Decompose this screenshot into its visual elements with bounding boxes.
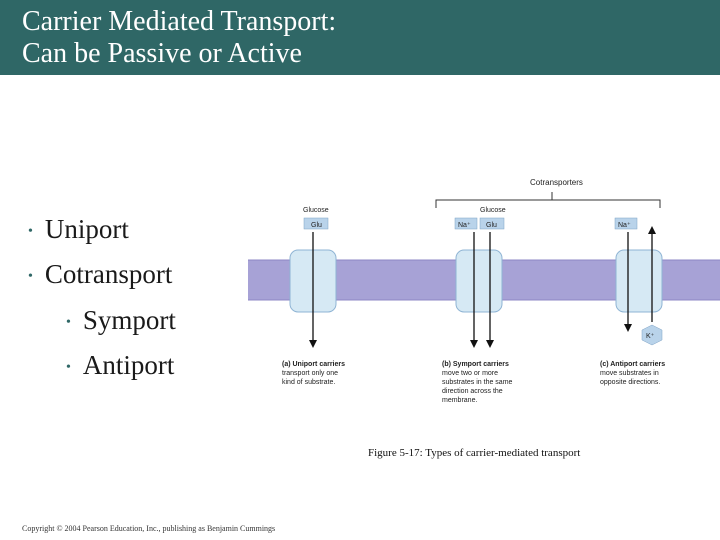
bullet-text: Antiport (82, 350, 175, 380)
copyright-notice: Copyright © 2004 Pearson Education, Inc.… (22, 524, 276, 533)
na-box-b (454, 217, 478, 230)
panel-c-line-2: opposite directions. (600, 379, 660, 386)
panel-b-line-3: direction across the (442, 388, 503, 395)
cotransporters-label: Cotransporters (530, 178, 583, 187)
bullet-dot-icon: • (66, 314, 71, 330)
bullet-dot-icon: • (28, 268, 33, 284)
bullet-dot-icon: • (66, 359, 71, 375)
bullet-cotransport: • Cotransport (28, 259, 172, 292)
k-ion-hexagon (641, 324, 663, 346)
panel-a-line-1: transport only one (282, 370, 338, 377)
glu-box-a (303, 217, 329, 230)
glu-box-b (479, 217, 505, 230)
panel-a-title: (a) Uniport carriers (282, 361, 345, 368)
bullet-uniport: • Uniport (28, 214, 129, 247)
slide-title-line-1: Carrier Mediated Transport: (22, 6, 337, 37)
na-label-c: Na⁺ (618, 222, 631, 229)
cotransporters-bracket (435, 199, 661, 208)
panel-b-line-1: move two or more (442, 370, 498, 377)
glu-label-b: Glu (486, 222, 497, 229)
panel-c-title: (c) Antiport carriers (600, 361, 665, 368)
glu-label-a: Glu (311, 222, 322, 229)
k-label-c: K⁺ (646, 333, 655, 340)
slide-title-line-2: Can be Passive or Active (22, 38, 302, 69)
bullet-text: Uniport (44, 214, 129, 244)
bullet-symport: • Symport (66, 305, 176, 338)
bullet-text: Cotransport (44, 259, 173, 289)
panel-b-title: (b) Symport carriers (442, 361, 509, 368)
panel-c-line-1: move substrates in (600, 370, 659, 377)
panel-a-line-2: kind of substrate. (282, 379, 335, 386)
symport-carrier (455, 249, 503, 313)
figure-svg: Cotransporters Glucose Glu (a) Uniport c… (248, 178, 720, 404)
na-label-b: Na⁺ (458, 222, 471, 229)
bullet-text: Symport (82, 305, 176, 335)
glucose-label-a: Glucose (303, 207, 329, 214)
antiport-carrier (615, 249, 663, 313)
na-box-c (614, 217, 638, 230)
panel-b-line-2: substrates in the same (442, 379, 513, 386)
glucose-label-b: Glucose (480, 207, 506, 214)
title-bar: Carrier Mediated Transport: Can be Passi… (0, 0, 720, 75)
bullet-antiport: • Antiport (66, 350, 174, 383)
bullet-dot-icon: • (28, 223, 33, 239)
panel-b-line-4: membrane. (442, 397, 477, 404)
carrier-transport-figure: Cotransporters Glucose Glu (a) Uniport c… (240, 170, 720, 420)
figure-caption: Figure 5-17: Types of carrier-mediated t… (368, 447, 581, 459)
